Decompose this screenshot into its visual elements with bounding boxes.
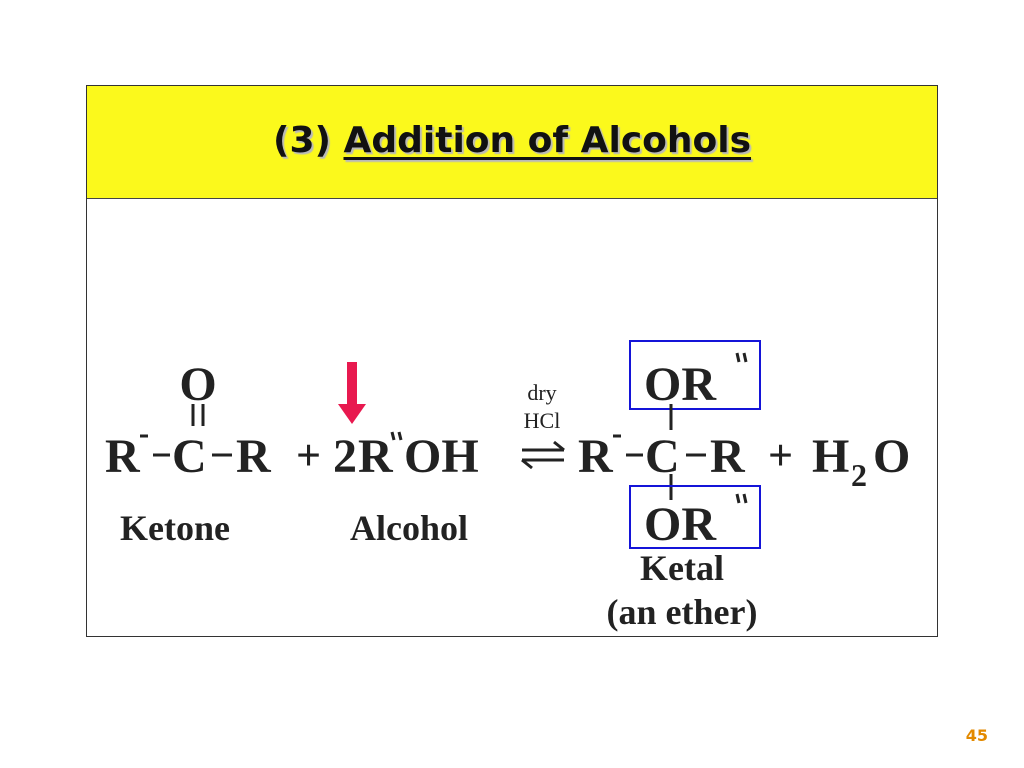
ketone-carbon: C (172, 430, 207, 483)
ketone-r: R (236, 430, 272, 483)
ketone-oxygen: O (179, 358, 216, 411)
ketal-bottom-group: OR (644, 498, 717, 551)
prime-mark (390, 431, 396, 441)
condition-dry: dry (527, 380, 556, 405)
content-frame: (3) Addition of Alcohols (86, 85, 938, 637)
ketone-r-prime: R (105, 430, 141, 483)
highlight-box-bottom (629, 485, 761, 549)
ketal-r: R (710, 430, 746, 483)
alcohol-coefficient: 2 (333, 430, 357, 483)
ketal: OR R C R OR Ketal (an ether) (578, 340, 761, 632)
ketal-carbon: C (645, 430, 680, 483)
prime-mark (742, 352, 748, 363)
title-main: Addition of Alcohols (343, 120, 752, 161)
alcohol-label: Alcohol (350, 508, 468, 548)
water-h: H (812, 430, 849, 483)
title-prefix: (3) (272, 120, 331, 161)
highlight-box-top (629, 340, 761, 410)
alcohol-r-double-prime: R (358, 430, 394, 483)
prime-mark (735, 352, 741, 363)
prime-mark (735, 493, 741, 504)
prime-mark (397, 431, 403, 441)
title-band: (3) Addition of Alcohols (87, 86, 937, 199)
ketone: O R C R Ketone (105, 358, 272, 548)
alcohol-oh: OH (404, 430, 479, 483)
ketal-label: Ketal (640, 548, 724, 588)
conditions: dry HCl (521, 380, 565, 470)
plus-sign: + (296, 431, 321, 480)
ketal-top-group: OR (644, 358, 717, 411)
water: H 2 O (812, 430, 910, 493)
down-arrow (338, 362, 366, 424)
water-o: O (873, 430, 910, 483)
prime-mark (742, 493, 748, 504)
page-number: 45 (965, 726, 988, 745)
ketone-label: Ketone (120, 508, 230, 548)
equilibrium-arrow-icon (521, 440, 565, 470)
ketal-r-prime: R (578, 430, 614, 483)
alcohol: 2 R OH Alcohol (333, 362, 479, 548)
ketal-sublabel: (an ether) (607, 592, 758, 632)
slide-title: (3) Addition of Alcohols (87, 120, 937, 161)
plus-sign: + (768, 431, 793, 480)
water-subscript: 2 (851, 457, 867, 493)
condition-hcl: HCl (524, 408, 561, 433)
